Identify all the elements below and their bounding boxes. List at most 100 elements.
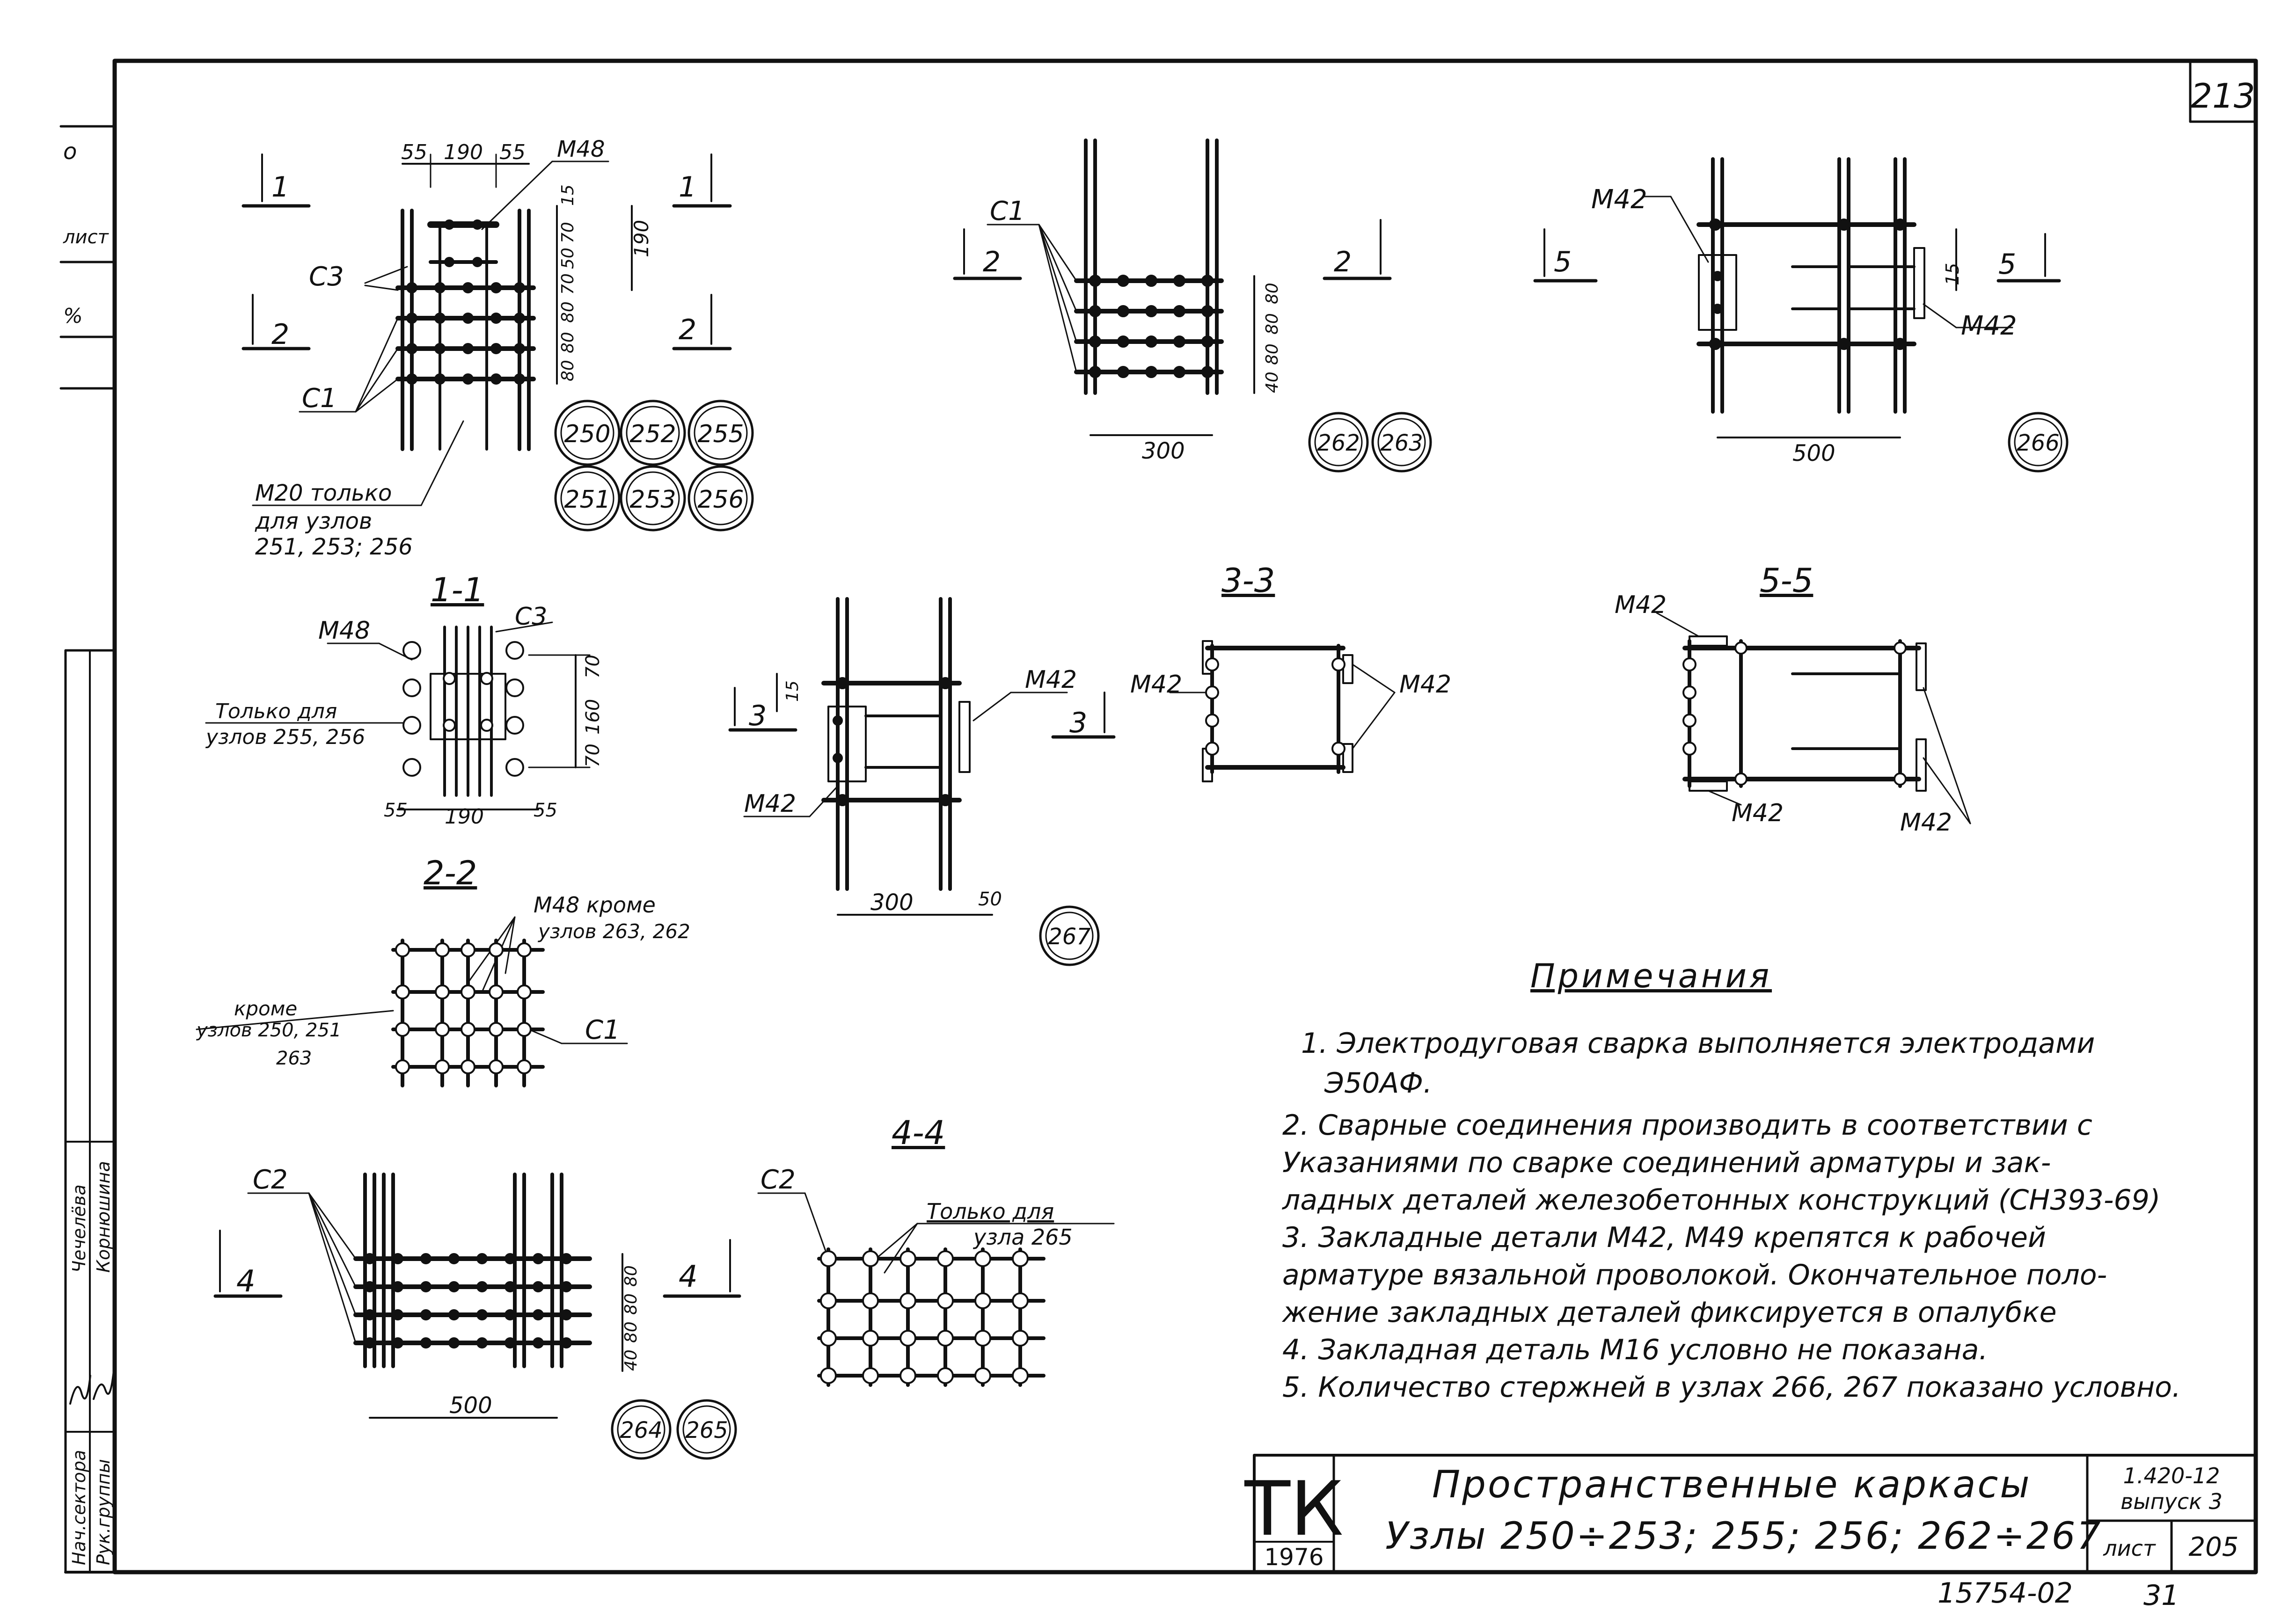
label: С2	[253, 1165, 288, 1195]
rebar-dot	[974, 1250, 991, 1267]
rebar-dot	[514, 343, 525, 354]
rebar-dot	[505, 1281, 516, 1292]
section-title: 4-4	[892, 1114, 945, 1152]
dim-label: 15	[1942, 263, 1963, 285]
rebar-dot	[862, 1367, 879, 1384]
node-badge-265: 265	[676, 1399, 737, 1460]
name-label: Чечелёва	[69, 1184, 89, 1273]
rebar-dot	[435, 942, 450, 957]
note-line: ладных деталей железобетонных конструкци…	[1282, 1184, 2160, 1217]
rebar-dot	[533, 1281, 544, 1292]
node-badge-266: 266	[2008, 412, 2069, 473]
rebar-dot	[1145, 275, 1157, 287]
rebar-dot	[462, 373, 474, 385]
dim-label: 190	[445, 805, 484, 829]
note-line: жение закладных деталей фиксируется в оп…	[1281, 1296, 2057, 1329]
view-mid: 15 300 50 М42 М42 3 3	[728, 597, 1116, 916]
label: М42	[1591, 184, 1647, 215]
rebar-dot	[820, 1367, 837, 1384]
note-line: 5. Количество стержней в узлах 266, 267 …	[1282, 1371, 2181, 1404]
rebar-dot	[561, 1253, 572, 1264]
rebar-dot	[392, 1253, 403, 1264]
node-badge-label: 265	[685, 1417, 728, 1443]
rebar-dot	[561, 1337, 572, 1349]
label: М42	[1615, 591, 1667, 619]
rebar-dot	[364, 1253, 375, 1264]
dim-label: 15	[558, 184, 578, 206]
node-badge-253: 253	[620, 465, 686, 532]
dim-label: 160	[582, 699, 604, 735]
dim-label: 190	[630, 220, 653, 257]
label: кроме	[234, 997, 297, 1020]
rebar-dot	[392, 1309, 403, 1320]
rebar-dot	[1734, 773, 1748, 786]
label: узла 265	[973, 1225, 1073, 1250]
label: М42	[1399, 671, 1451, 699]
rebar-dot	[517, 1022, 532, 1037]
rebar-dot	[505, 1253, 516, 1264]
label: 263	[276, 1048, 312, 1069]
dim-label: 70	[582, 655, 604, 678]
rebar-dot	[862, 1330, 879, 1347]
rebar-dot	[517, 984, 532, 999]
label: узлов 263, 262	[537, 920, 690, 943]
rebar-dot	[364, 1281, 375, 1292]
node-badge-label: 255	[697, 420, 744, 448]
rebar-dot	[406, 282, 417, 293]
section-4-4: 4-4 С2 Только для узла 265	[757, 1114, 1115, 1387]
tk-logo: ТК	[1244, 1465, 1343, 1553]
dim-label: 80	[558, 301, 578, 323]
rebar-dot	[489, 1022, 504, 1037]
rebar-dot	[1089, 305, 1101, 317]
rebar-dot	[1012, 1250, 1029, 1267]
rebar-dot	[402, 758, 421, 777]
rebar-dot	[505, 678, 524, 697]
rebar-dot	[490, 343, 502, 354]
signature	[69, 1375, 91, 1405]
rebar-dot	[1173, 366, 1185, 378]
cut-label: 2	[983, 246, 1001, 278]
node-badge-label: 266	[2017, 430, 2060, 456]
label: 251, 253; 256	[255, 534, 413, 560]
rebar-dot	[1145, 366, 1157, 378]
rebar-dot	[1145, 335, 1157, 348]
rebar-dot	[1709, 219, 1721, 231]
rebar-dot	[1682, 714, 1696, 728]
rebar-dot	[392, 1281, 403, 1292]
label: узлов 250, 251	[196, 1020, 341, 1041]
label: узлов 255, 256	[205, 725, 365, 749]
note-line: Э50АФ.	[1324, 1067, 1432, 1100]
rebar-dot	[476, 1309, 488, 1320]
rebar-dot	[480, 719, 493, 732]
node-badge-label: 267	[1048, 924, 1091, 950]
rebar-dot	[489, 942, 504, 957]
rebar-dot	[364, 1309, 375, 1320]
rebar-dot	[420, 1253, 431, 1264]
label: С3	[515, 603, 547, 631]
rebar-dot	[1145, 305, 1157, 317]
rebar-dot	[406, 373, 417, 385]
rebar-dot	[1838, 219, 1850, 231]
label: М42	[1732, 799, 1784, 827]
notes: Примечания 1. Электродуговая сварка выпо…	[1281, 957, 2181, 1404]
rebar-dot	[434, 373, 446, 385]
dim-label: 190	[444, 140, 483, 164]
view-top-left: 55 190 55 15 70 50 70 190 80 80 80 М48 С…	[241, 136, 732, 560]
rebar-dot	[514, 282, 525, 293]
title-block: ТК 1976 Пространственные каркасы Узлы 25…	[1244, 1454, 2257, 1574]
rebar-dot	[402, 641, 421, 660]
rebar-dot	[480, 672, 493, 685]
dim-label: 500	[1792, 440, 1835, 467]
rebar-dot	[461, 942, 475, 957]
label: М42	[1130, 671, 1182, 699]
cut-label: 1	[271, 171, 289, 204]
left-strip: о лист % Нач.сектора Рук.группы Чечелёва…	[59, 125, 116, 1574]
node-badge-label: 250	[564, 420, 610, 448]
rebar-dot	[476, 1253, 488, 1264]
rebar-dot	[1709, 338, 1721, 350]
section-title: 1-1	[431, 571, 484, 609]
cut-label: 4	[236, 1264, 256, 1299]
rebar-dot	[974, 1330, 991, 1347]
cut-label: 4	[679, 1260, 698, 1294]
rebar-dot	[395, 1059, 410, 1074]
